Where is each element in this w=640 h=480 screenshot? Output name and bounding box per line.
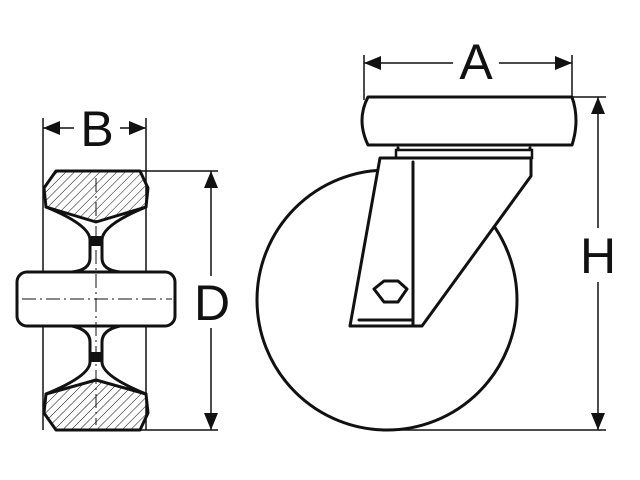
label-b: B <box>80 101 113 157</box>
label-d: D <box>194 275 230 331</box>
label-h: H <box>580 228 616 284</box>
dimension-h: H <box>387 96 622 431</box>
label-a: A <box>459 34 493 90</box>
axle-nut-icon <box>372 279 409 304</box>
top-plate <box>360 95 578 147</box>
dimension-d: D <box>140 170 234 431</box>
dimension-b: B <box>43 101 146 157</box>
dimension-a: A <box>363 34 573 100</box>
caster-front-view <box>255 95 578 432</box>
wheel-side-view <box>15 118 177 432</box>
